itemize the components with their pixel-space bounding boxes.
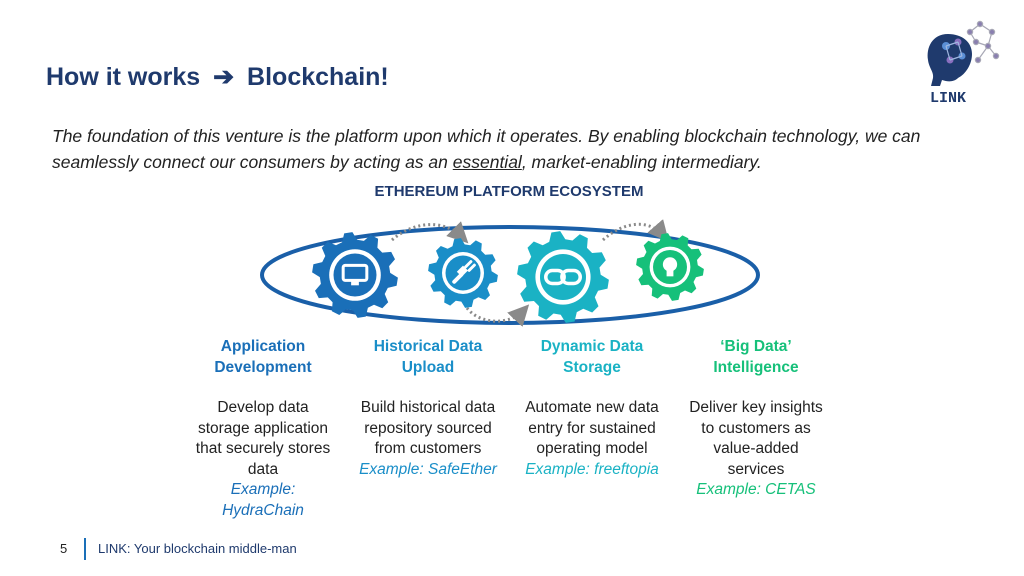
column-dynamic-data-storage: Dynamic Data Storage Automate new data e…: [512, 337, 672, 480]
gear-4: [636, 233, 704, 301]
gear-3: [517, 231, 609, 323]
link-logo: LINK: [927, 20, 1000, 106]
column-description: Develop data storage application that se…: [195, 399, 331, 478]
dotted-arrow-bottom: [465, 304, 530, 327]
ecosystem-title-text: ETHEREUM PLATFORM ECOSYSTEM: [374, 183, 644, 200]
page-number: 5: [60, 541, 68, 556]
column-description: Build historical data repository sourced…: [360, 399, 496, 457]
gear-1: [312, 232, 398, 318]
ecosystem-title: ETHEREUM PLATFORM ECOSYSTEM: [0, 183, 1024, 200]
monitor-icon: [341, 263, 369, 286]
dotted-arrow-top-right: [601, 219, 669, 242]
title-text-left: How it works: [46, 63, 201, 91]
column-description: Deliver key insights to customers as val…: [689, 399, 823, 478]
column-description: Automate new data entry for sustained op…: [525, 399, 659, 457]
logo-text: LINK: [930, 90, 966, 106]
footer-text: LINK: Your blockchain middle-man: [98, 541, 297, 556]
intro-underlined-word: essential: [452, 152, 522, 172]
intro-paragraph: The foundation of this venture is the pl…: [52, 123, 992, 175]
chain-link-icon: [544, 268, 583, 286]
arrow-right-icon: ➔: [213, 63, 235, 91]
dotted-arrow-top-left: [391, 221, 469, 244]
footer-divider: [84, 538, 86, 560]
column-historical-data-upload: Historical Data Upload Build historical …: [348, 337, 508, 480]
column-heading: ‘Big Data’ Intelligence: [713, 338, 799, 376]
lightbulb-icon: [662, 257, 678, 277]
column-example: Example: freeftopia: [525, 460, 659, 478]
column-example: Example: CETAS: [696, 481, 816, 498]
plug-icon: [452, 260, 476, 284]
gear-center: [333, 253, 377, 297]
column-example: Example: HydraChain: [222, 481, 304, 519]
column-big-data-intelligence: ‘Big Data’ Intelligence Deliver key insi…: [676, 337, 836, 501]
intro-text-2: , market-enabling intermediary.: [521, 152, 762, 172]
ecosystem-diagram: [260, 219, 760, 327]
intro-text-1: The foundation of this venture is the pl…: [52, 126, 921, 172]
column-heading: Application Development: [214, 338, 312, 376]
title-text-right: Blockchain!: [247, 63, 389, 91]
gear-2: [428, 238, 498, 308]
column-heading: Dynamic Data Storage: [540, 338, 644, 376]
column-example: Example: SafeEther: [359, 460, 497, 478]
column-application-development: Application Development Develop data sto…: [183, 337, 343, 521]
page-title: How it works ➔ Blockchain!: [46, 62, 389, 92]
column-heading: Historical Data Upload: [373, 338, 483, 376]
